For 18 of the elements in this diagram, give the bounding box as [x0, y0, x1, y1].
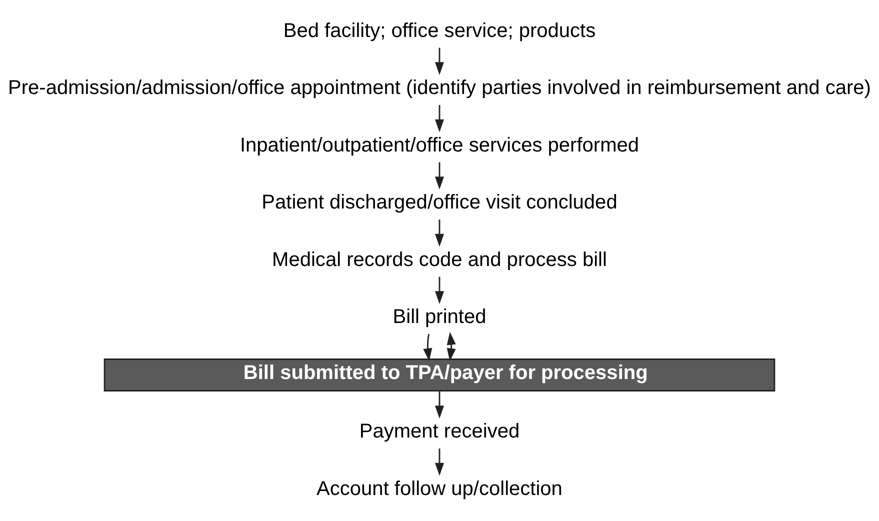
node-text: Account follow up/collection: [316, 478, 562, 500]
node-text: Payment received: [359, 420, 520, 443]
arrow: [434, 391, 444, 419]
node-text: Patient discharged/office visit concluded: [262, 192, 618, 214]
arrow: [434, 105, 444, 132]
node-text: Pre-admission/admission/office appointment (identify parties involved in reimbursement and care): [8, 77, 871, 100]
arrow: [434, 448, 444, 476]
node-text: Inpatient/outpatient/office services performed: [240, 134, 640, 156]
arrow: [446, 332, 456, 362]
arrow: [434, 48, 444, 75]
node-box: Bill submitted to TPA/payer for processing: [104, 358, 776, 392]
node-text: Medical records code and process bill: [272, 248, 607, 271]
node-text: Bed facility; office service; products: [283, 20, 596, 42]
arrow: [434, 162, 444, 190]
arrow: [434, 276, 444, 304]
node-text: Bill printed: [392, 306, 486, 328]
arrow: [423, 334, 432, 362]
arrow: [434, 220, 444, 247]
